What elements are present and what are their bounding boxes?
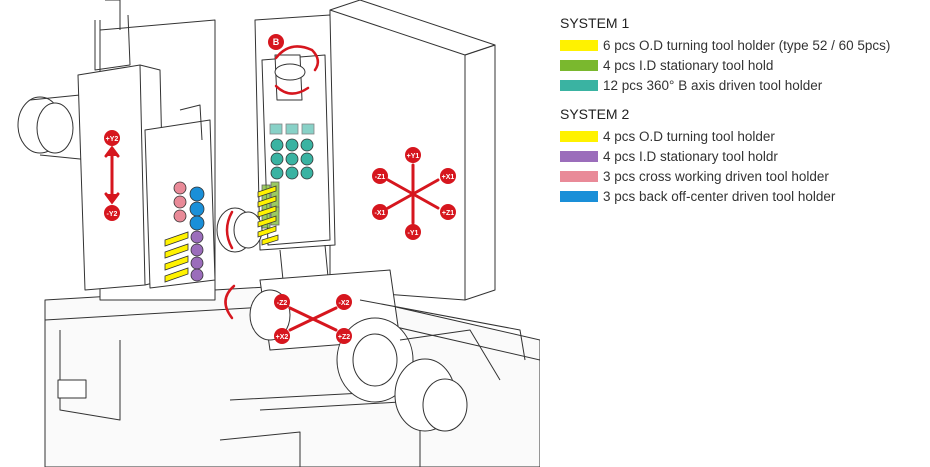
axis-label-minus-z1: -Z1 xyxy=(375,174,386,181)
tool-yellow-s1-1 xyxy=(257,185,277,198)
axis-label-minus-y2: -Y2 xyxy=(107,211,118,218)
legend-item: 6 pcs O.D turning tool holder (type 52 /… xyxy=(560,35,920,55)
legend-label: 3 pcs cross working driven tool holder xyxy=(603,168,829,184)
machine-illustration: B +Y2 -Y2 +Y1 -Y1 +X1 -X1 +Z1 -Z1 -Z2 +Z… xyxy=(17,0,540,467)
tool-yellow-s1-5 xyxy=(257,225,277,238)
system1-title: SYSTEM 1 xyxy=(560,15,630,31)
axis-label-minus-y1: -Y1 xyxy=(408,230,419,237)
tool-teal-6 xyxy=(285,166,299,180)
tool-yellow-s1-6 xyxy=(261,234,279,246)
tool-purple-2 xyxy=(190,243,204,257)
tool-teal-10 xyxy=(269,123,283,135)
legend-label: 3 pcs back off-center driven tool holder xyxy=(603,188,836,204)
legend-item: 3 pcs back off-center driven tool holder xyxy=(560,186,920,206)
xz2-axis-cross xyxy=(288,306,338,332)
tool-teal-5 xyxy=(285,152,299,166)
tool-yellow-s1-3 xyxy=(257,205,277,218)
tool-teal-11 xyxy=(285,123,299,135)
tool-teal-3 xyxy=(270,166,284,180)
axis-label-plus-z2: +Z2 xyxy=(338,334,350,341)
axis-label-b: B xyxy=(273,37,280,47)
xyz1-axis-star xyxy=(386,163,440,225)
tool-holder-legend: SYSTEM 1 6 pcs O.D turning tool holder (… xyxy=(560,14,920,216)
tool-teal-1 xyxy=(270,138,284,152)
color-swatch xyxy=(560,170,598,182)
legend-label: 4 pcs I.D stationary tool holdr xyxy=(603,148,778,164)
legend-label: 4 pcs O.D turning tool holder xyxy=(603,128,775,144)
legend-item: 12 pcs 360° B axis driven tool holder xyxy=(560,75,920,95)
tool-purple-3 xyxy=(190,256,204,270)
tool-yellow-s2-4 xyxy=(164,267,189,283)
tool-blue-3 xyxy=(189,215,205,231)
axis-label-minus-z2: -Z2 xyxy=(277,300,288,307)
system2-legend: SYSTEM 2 4 pcs O.D turning tool holder 4… xyxy=(560,105,920,206)
legend-item: 4 pcs I.D stationary tool hold xyxy=(560,55,920,75)
tool-yellow-s2-3 xyxy=(164,255,189,271)
axis-label-plus-x1: +X1 xyxy=(442,174,455,181)
legend-item: 3 pcs cross working driven tool holder xyxy=(560,166,920,186)
color-swatch xyxy=(560,130,598,142)
axis-label-minus-x2: -X2 xyxy=(339,300,350,307)
color-swatch xyxy=(560,190,598,202)
tool-teal-12 xyxy=(301,123,315,135)
tool-blue-1 xyxy=(189,186,205,202)
tool-teal-7 xyxy=(300,138,314,152)
tool-yellow-s1-4 xyxy=(257,215,277,228)
tool-yellow-s2-1 xyxy=(164,231,189,247)
tool-teal-8 xyxy=(300,152,314,166)
tool-teal-2 xyxy=(270,152,284,166)
legend-label: 12 pcs 360° B axis driven tool holder xyxy=(603,77,823,93)
b-axis-rotation-arrow xyxy=(274,45,320,72)
system1-legend: SYSTEM 1 6 pcs O.D turning tool holder (… xyxy=(560,14,920,95)
spindle2-rotation-arrow xyxy=(224,284,236,320)
tool-teal-9 xyxy=(300,166,314,180)
axis-label-plus-x2: +X2 xyxy=(276,334,289,341)
axis-label-plus-y1: +Y1 xyxy=(407,153,420,160)
tool-pink-1 xyxy=(173,181,187,195)
tool-purple-1 xyxy=(190,230,204,244)
tool-yellow-s2-2 xyxy=(164,243,189,259)
spindle1-rotation-arrow xyxy=(225,210,234,250)
color-swatch xyxy=(560,39,598,51)
legend-label: 6 pcs O.D turning tool holder (type 52 /… xyxy=(603,37,891,53)
legend-item: 4 pcs O.D turning tool holder xyxy=(560,126,920,146)
tool-pink-2 xyxy=(173,195,187,209)
tool-pink-3 xyxy=(173,209,187,223)
color-swatch xyxy=(560,79,598,91)
axis-label-plus-y2: +Y2 xyxy=(106,136,119,143)
color-swatch xyxy=(560,59,598,71)
tool-purple-4 xyxy=(190,268,204,282)
axis-label-minus-x1: -X1 xyxy=(375,210,386,217)
tool-teal-4 xyxy=(285,138,299,152)
axis-label-plus-z1: +Z1 xyxy=(442,210,454,217)
tool-yellow-s1-2 xyxy=(257,195,277,208)
legend-item: 4 pcs I.D stationary tool holdr xyxy=(560,146,920,166)
tool-blue-2 xyxy=(189,201,205,217)
color-swatch xyxy=(560,150,598,162)
legend-label: 4 pcs I.D stationary tool hold xyxy=(603,57,774,73)
system2-title: SYSTEM 2 xyxy=(560,106,630,122)
